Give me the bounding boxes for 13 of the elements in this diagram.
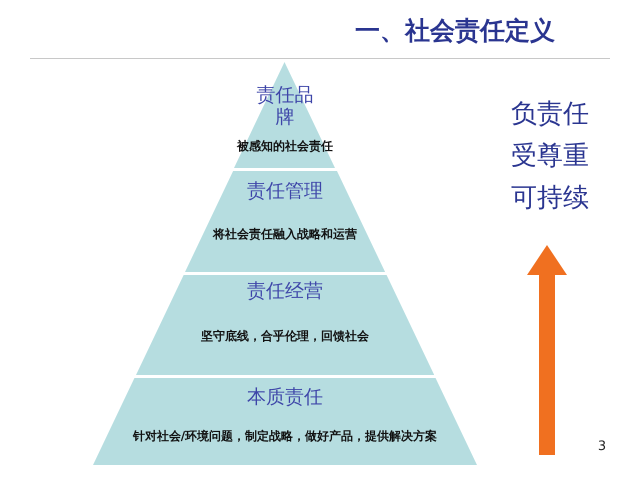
layer-description: 将社会责任融入战略和运营 (212, 226, 358, 243)
layer-heading: 责任管理 (246, 179, 324, 204)
layer-heading: 本质责任 (246, 385, 324, 410)
slide-title: 一、社会责任定义 (354, 15, 556, 47)
side-label: 可持续 (510, 184, 590, 212)
side-label: 受尊重 (510, 142, 590, 170)
layer-description: 针对社会/环境问题，制定战略，做好产品，提供解决方案 (132, 428, 438, 445)
layer-heading: 责任品牌 (255, 84, 314, 128)
layer-description: 坚守底线，合乎伦理，回馈社会 (200, 328, 370, 345)
side-label: 负责任 (510, 100, 590, 128)
layer-description: 被感知的社会责任 (236, 138, 334, 155)
page-number: 3 (596, 438, 608, 456)
layer-heading: 责任经营 (246, 279, 324, 304)
